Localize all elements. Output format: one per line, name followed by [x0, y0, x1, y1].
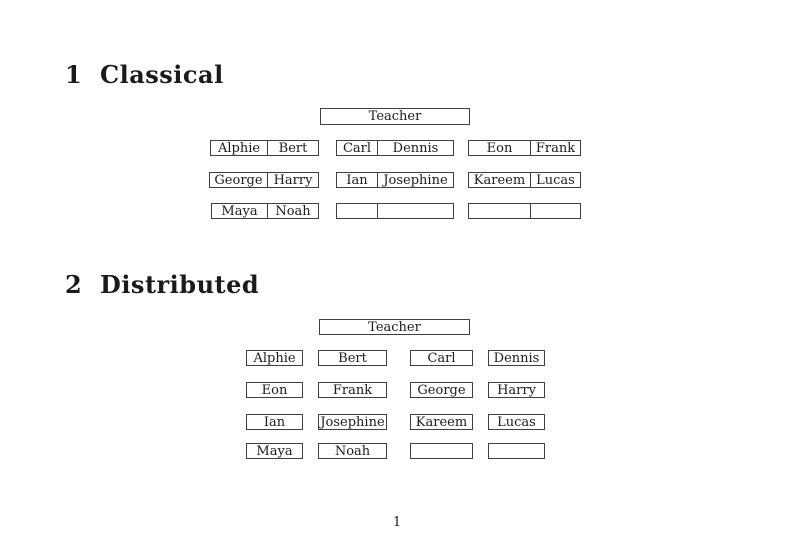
- teacher-box: Teacher: [320, 108, 470, 125]
- section-title: Distributed: [100, 270, 260, 299]
- seat-cell: [469, 204, 531, 218]
- seat-box: [488, 443, 545, 459]
- seat-cell: Carl: [337, 141, 378, 155]
- seat-box: Maya: [246, 443, 303, 459]
- seat-cell: Frank: [535, 140, 576, 156]
- seat-cell: Maya: [212, 204, 268, 218]
- seat-cell: Alphie: [211, 141, 268, 155]
- seat-box: Harry: [488, 382, 545, 398]
- seat-box: Frank: [318, 382, 387, 398]
- section-number: 1: [65, 60, 83, 89]
- seat-box: Alphie: [246, 350, 303, 366]
- seat-box: Kareem: [410, 414, 473, 430]
- seat-box: Noah: [318, 443, 387, 459]
- desk: [468, 203, 581, 219]
- seat-cell: Noah: [275, 203, 311, 219]
- seat-box: Eon: [246, 382, 303, 398]
- seat-box: Ian: [246, 414, 303, 430]
- desk: Alphie Bert: [210, 140, 319, 156]
- seat-cell: [378, 204, 453, 218]
- seat-box: Lucas: [488, 414, 545, 430]
- desk: Carl Dennis: [336, 140, 454, 156]
- seat-box: George: [410, 382, 473, 398]
- seat-cell: Josephine: [383, 172, 448, 188]
- section-number: 2: [65, 270, 83, 299]
- desk: [336, 203, 454, 219]
- seat-cell: [531, 204, 580, 218]
- seat-cell: Eon: [469, 141, 531, 155]
- page-number: 1: [392, 515, 402, 530]
- seat-cell: Bert: [278, 140, 308, 156]
- seat-box: Josephine: [318, 414, 387, 430]
- seat-cell: Ian: [337, 173, 378, 187]
- seat-cell: George: [210, 173, 268, 187]
- seat-cell: Kareem: [469, 173, 531, 187]
- section-heading-classical: 1 Classical: [65, 63, 224, 87]
- seat-cell: Dennis: [392, 140, 439, 156]
- teacher-box: Teacher: [319, 319, 470, 335]
- seat-box: Dennis: [488, 350, 545, 366]
- desk: Eon Frank: [468, 140, 581, 156]
- desk: George Harry: [209, 172, 319, 188]
- section-heading-distributed: 2 Distributed: [65, 273, 259, 297]
- seat-box: [410, 443, 473, 459]
- desk: Kareem Lucas: [468, 172, 581, 188]
- desk: Maya Noah: [211, 203, 319, 219]
- seat-box: Carl: [410, 350, 473, 366]
- seat-cell: Lucas: [536, 172, 575, 188]
- desk: Ian Josephine: [336, 172, 454, 188]
- section-title: Classical: [100, 60, 224, 89]
- seat-box: Bert: [318, 350, 387, 366]
- seat-cell: [337, 204, 378, 218]
- seat-cell: Harry: [273, 172, 313, 188]
